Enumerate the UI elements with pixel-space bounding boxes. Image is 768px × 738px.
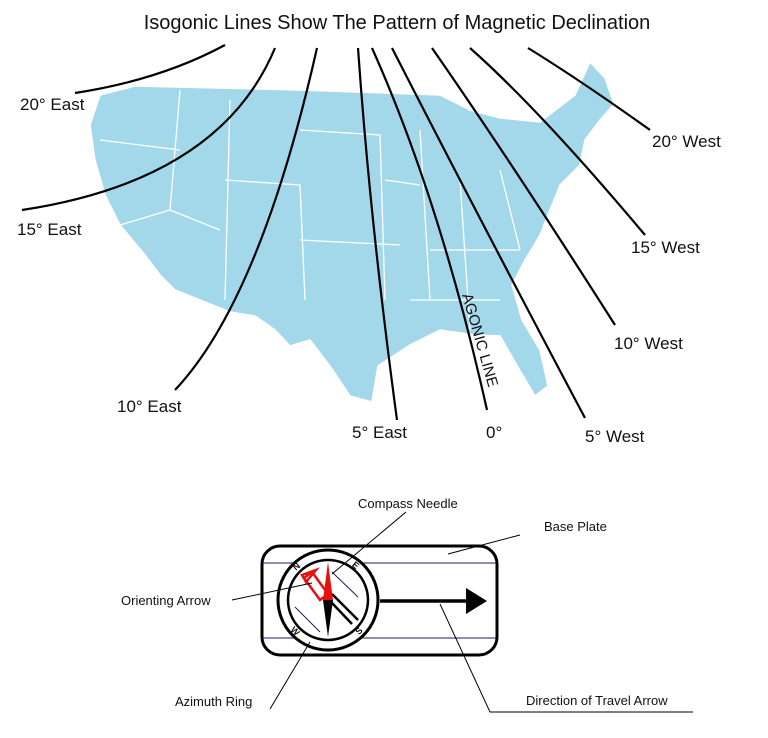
label-15-west: 15° West xyxy=(631,238,700,257)
label-20-east: 20° East xyxy=(20,95,85,114)
isogonic-line-20-east xyxy=(74,44,226,95)
isogonic-line-agonic xyxy=(370,47,489,411)
us-map xyxy=(89,60,615,403)
svg-text:E: E xyxy=(350,559,361,571)
label-azimuth-ring: Azimuth Ring xyxy=(175,694,252,709)
label-20-west: 20° West xyxy=(652,132,721,151)
label-15-east: 15° East xyxy=(17,220,82,239)
label-5-west: 5° West xyxy=(585,427,645,446)
state-borders xyxy=(99,89,521,331)
compass-labels: Compass Needle Base Plate Orienting Arro… xyxy=(121,496,668,709)
isogonic-line-20-west xyxy=(527,47,651,131)
diagram-title: Isogonic Lines Show The Pattern of Magne… xyxy=(144,12,651,34)
isogonic-line-15-west xyxy=(469,47,646,236)
isogonic-line-10-east xyxy=(174,47,319,391)
svg-text:S: S xyxy=(353,625,364,636)
callout-lines xyxy=(231,511,693,713)
label-base-plate: Base Plate xyxy=(544,519,607,534)
isogonic-line-10-west xyxy=(431,47,616,326)
direction-of-travel-arrow xyxy=(466,588,487,614)
isogonic-line-15-east xyxy=(21,47,277,212)
isogonic-line-5-west xyxy=(391,47,586,419)
compass-needle xyxy=(323,562,333,600)
label-5-east: 5° East xyxy=(352,423,407,442)
label-compass-needle: Compass Needle xyxy=(358,496,458,511)
isogonic-lines xyxy=(21,44,651,421)
label-10-west: 10° West xyxy=(614,334,683,353)
label-0: 0° xyxy=(486,423,502,442)
svg-text:N: N xyxy=(291,561,302,573)
compass: N E S W xyxy=(260,544,499,657)
label-direction-of-travel: Direction of Travel Arrow xyxy=(526,693,668,708)
label-orienting-arrow: Orienting Arrow xyxy=(121,593,211,608)
isogonic-line-5-east xyxy=(356,47,399,421)
label-10-east: 10° East xyxy=(117,397,182,416)
